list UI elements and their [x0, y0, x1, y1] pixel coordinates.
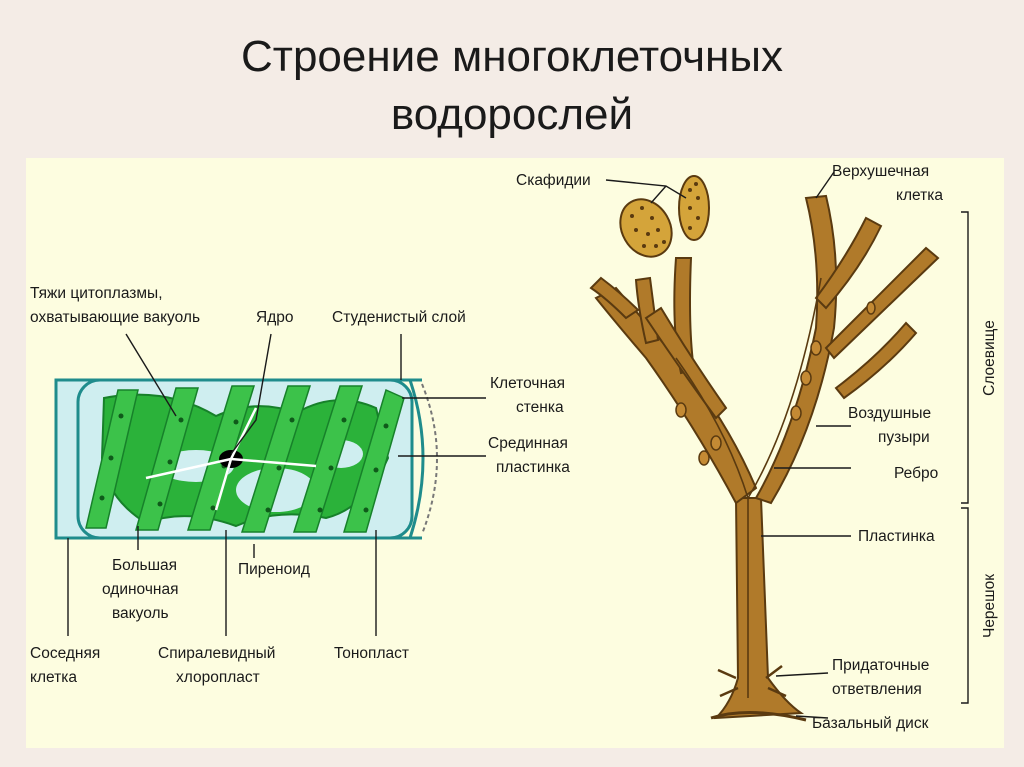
label-vozd-1: Воздушные [848, 405, 931, 422]
label-tonoplast: Тонопласт [334, 645, 409, 662]
bracket-sloevishche [961, 212, 968, 503]
label-sredinnaya-1: Срединная [488, 435, 568, 452]
label-sosednyaya-2: клетка [30, 669, 77, 686]
label-stenka-1: Клеточная [490, 375, 565, 392]
label-tyazhi-2: охватывающие вакуоль [30, 309, 200, 326]
label-studenisty: Студенистый слой [332, 309, 466, 326]
label-rebro: Ребро [894, 465, 938, 482]
label-chereshok: Черешок [981, 574, 998, 638]
stipe [716, 498, 801, 718]
label-verkh-1: Верхушечная [832, 163, 929, 180]
label-vakuol-3: вакуоль [112, 605, 169, 622]
label-pirenoid: Пиреноид [238, 561, 310, 578]
label-bazal: Базальный диск [812, 715, 929, 732]
label-skafidii: Скафидии [516, 172, 591, 189]
diagram-figure: Тяжи цитоплазмы, охватывающие вакуоль Яд… [26, 158, 1004, 748]
label-sloevishche: Слоевище [981, 320, 998, 396]
label-pridat-1: Придаточные [832, 657, 929, 674]
label-tyazhi-1: Тяжи цитоплазмы, [30, 285, 163, 302]
label-sosednyaya-1: Соседняя [30, 645, 100, 662]
label-vakuol-1: Большая [112, 557, 177, 574]
fucus-thallus [591, 196, 938, 720]
scaphidia [610, 176, 709, 266]
label-spiral-2: хлоропласт [176, 669, 260, 686]
bracket-chereshok [961, 508, 968, 703]
label-pridat-2: ответвления [832, 681, 922, 698]
label-verkh-2: клетка [896, 187, 943, 204]
label-vakuol-2: одиночная [102, 581, 178, 598]
slide-title: Строение многоклеточных водорослей [0, 28, 1024, 144]
fucus-brackets [961, 212, 968, 703]
label-spiral-1: Спиралевидный [158, 645, 275, 662]
label-vozd-2: пузыри [878, 429, 930, 446]
label-sredinnaya-2: пластинка [496, 459, 570, 476]
label-plastinka: Пластинка [858, 528, 935, 545]
spirogyra-cell [56, 380, 437, 538]
label-stenka-2: стенка [516, 399, 564, 416]
label-yadro: Ядро [256, 309, 293, 326]
branch-right [756, 196, 836, 503]
title-line-2: водорослей [0, 86, 1024, 144]
title-line-1: Строение многоклеточных [0, 28, 1024, 86]
